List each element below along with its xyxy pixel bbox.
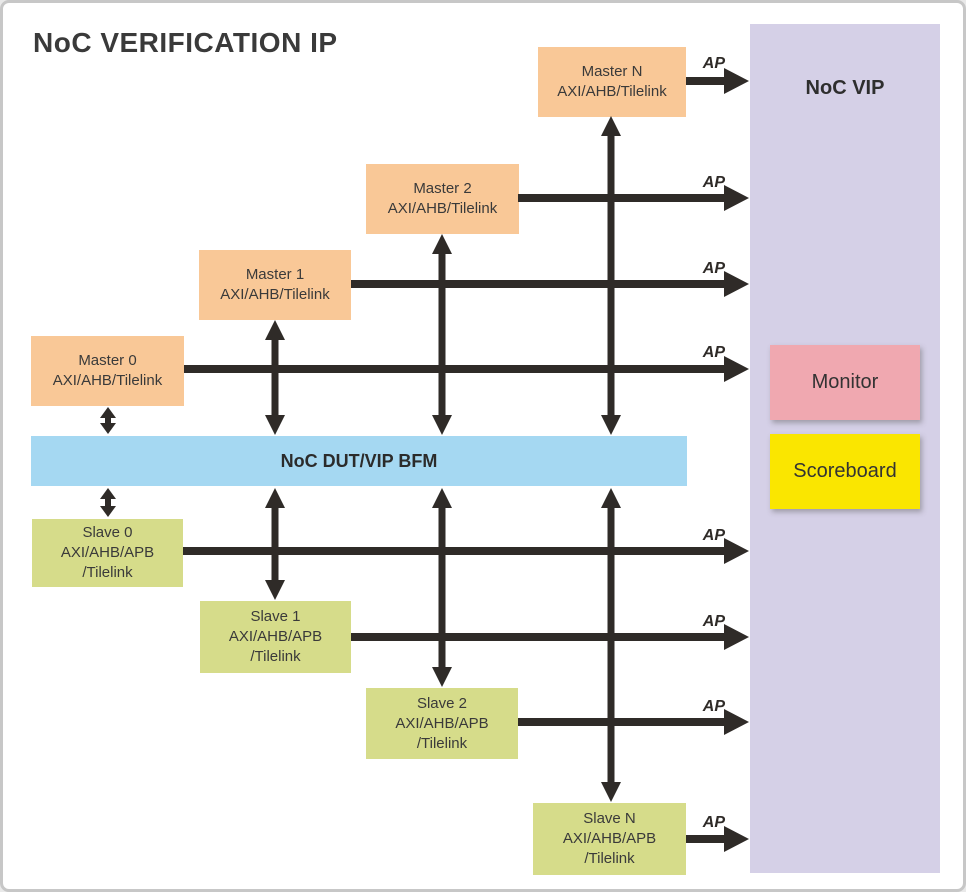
- master-0-protocols: AXI/AHB/Tilelink: [52, 372, 163, 389]
- master-2-bus-arrow: [432, 234, 452, 435]
- slave-n-name: Slave N: [583, 810, 636, 827]
- slave-0-protocols-2: /Tilelink: [82, 564, 133, 581]
- master-n-bus-arrow: [601, 116, 621, 435]
- slave-0-bus-arrow: [100, 488, 116, 517]
- ap-label-master-2: AP: [702, 174, 725, 191]
- monitor-label: Monitor: [811, 371, 879, 393]
- slave-0-protocols: AXI/AHB/APB: [60, 544, 155, 561]
- slave-1-bus-arrow: [265, 488, 285, 600]
- slave-box-n: Slave N AXI/AHB/APB /Tilelink: [533, 803, 686, 875]
- slave-box-1: Slave 1 AXI/AHB/APB /Tilelink: [200, 601, 351, 673]
- slave-2-protocols: AXI/AHB/APB: [395, 714, 489, 732]
- slave-n-protocols: AXI/AHB/APB: [562, 830, 657, 847]
- slave-n-bus-arrow: [601, 488, 621, 802]
- scoreboard-box: Scoreboard: [770, 434, 920, 509]
- ap-label-master-n: AP: [702, 55, 725, 72]
- ap-label-slave-0: AP: [702, 527, 725, 544]
- slave-n-protocols-2: /Tilelink: [584, 850, 635, 867]
- slave-0-ap-arrow: [183, 538, 749, 564]
- slave-1-name: Slave 1: [250, 608, 301, 625]
- slave-2-name: Slave 2: [416, 694, 468, 712]
- slave-2-protocols-2: /Tilelink: [416, 734, 468, 752]
- slave-box-2: Slave 2 AXI/AHB/APB /Tilelink: [366, 688, 518, 759]
- monitor-box: Monitor: [770, 345, 920, 420]
- diagram-title: NoC VERIFICATION IP: [33, 27, 338, 58]
- master-box-0: Master 0 AXI/AHB/Tilelink: [31, 336, 184, 406]
- master-0-ap-arrow: [184, 356, 749, 382]
- master-1-bus-arrow: [265, 320, 285, 435]
- scoreboard-label: Scoreboard: [793, 460, 897, 482]
- master-0-name: Master 0: [78, 352, 137, 369]
- slave-box-0: Slave 0 AXI/AHB/APB /Tilelink: [32, 519, 183, 587]
- master-1-name: Master 1: [245, 266, 305, 283]
- master-box-n: Master N AXI/AHB/Tilelink: [538, 47, 686, 117]
- master-2-name: Master 2: [413, 180, 472, 197]
- slave-1-protocols-2: /Tilelink: [250, 648, 301, 665]
- ap-label-slave-n: AP: [702, 814, 725, 831]
- ap-label-slave-2: AP: [702, 698, 725, 715]
- master-box-1: Master 1 AXI/AHB/Tilelink: [199, 250, 351, 320]
- master-2-protocols: AXI/AHB/Tilelink: [387, 200, 498, 217]
- master-box-2: Master 2 AXI/AHB/Tilelink: [366, 164, 519, 234]
- slave-1-protocols: AXI/AHB/APB: [228, 628, 323, 645]
- master-1-protocols: AXI/AHB/Tilelink: [220, 286, 330, 303]
- dut-bus-bar: NoC DUT/VIP BFM: [31, 436, 687, 486]
- ap-label-slave-1: AP: [702, 613, 725, 630]
- slave-0-name: Slave 0: [82, 524, 133, 541]
- master-n-protocols: AXI/AHB/Tilelink: [557, 83, 667, 100]
- ap-label-master-1: AP: [702, 260, 725, 277]
- master-n-name: Master N: [581, 63, 643, 80]
- ap-label-master-0: AP: [702, 344, 725, 361]
- master-0-bus-arrow: [100, 407, 116, 434]
- noc-vip-panel-label: NoC VIP: [805, 77, 885, 99]
- slave-2-bus-arrow: [432, 488, 452, 687]
- dut-bus-bar-label: NoC DUT/VIP BFM: [280, 450, 438, 471]
